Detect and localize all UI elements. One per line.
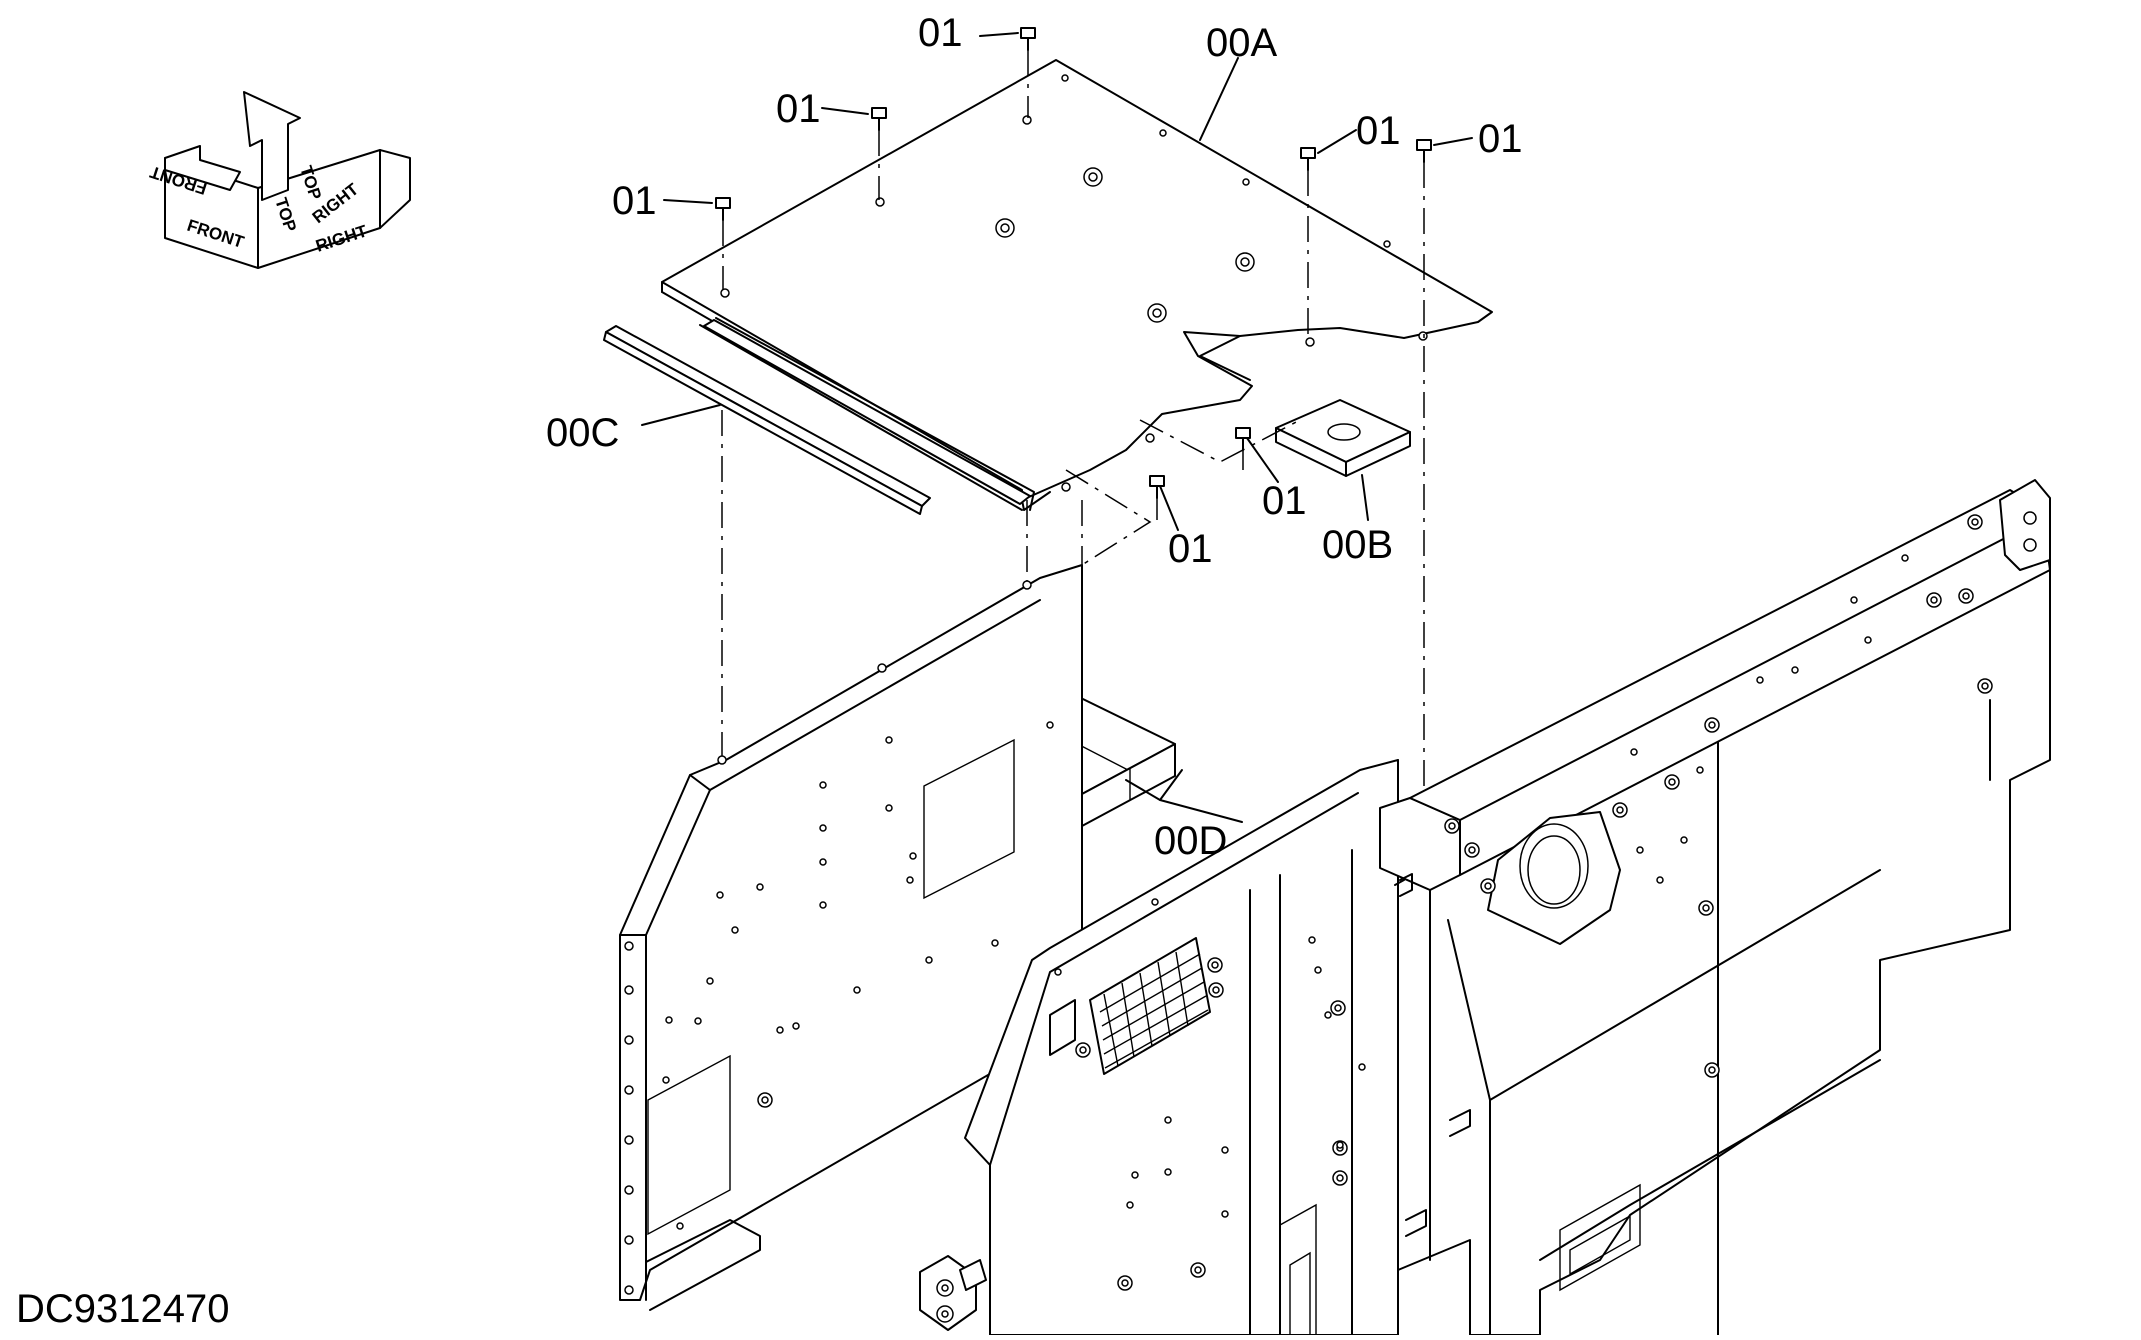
bolt-6 bbox=[1235, 427, 1251, 451]
leader-bolt-2 bbox=[821, 107, 869, 115]
leader-bolt-4 bbox=[1317, 129, 1357, 154]
leader-bolt-1 bbox=[979, 32, 1019, 37]
orientation-indicator: FRONT FRONT TOP TOP RIGHT RIGHT bbox=[147, 91, 411, 269]
callout-labels: 01 01 01 01 01 01 01 00A 00B 00C 00D bbox=[546, 11, 1523, 863]
leader-bolt-6 bbox=[1246, 437, 1279, 483]
label-bolt-2: 01 bbox=[776, 87, 821, 131]
bolt-5 bbox=[1416, 139, 1432, 163]
duct-opening bbox=[1487, 811, 1621, 945]
label-bolt-5: 01 bbox=[1478, 117, 1523, 161]
leader-lines bbox=[641, 32, 1473, 823]
label-seal-00C: 00C bbox=[546, 411, 619, 455]
label-bolt-7: 01 bbox=[1168, 527, 1213, 571]
bolts bbox=[715, 27, 1432, 499]
label-pad-00B: 00B bbox=[1322, 523, 1393, 567]
label-cover-00A: 00A bbox=[1206, 21, 1277, 65]
leader-bolt-3 bbox=[663, 199, 713, 204]
cab-frame bbox=[619, 479, 2051, 1336]
leader-bolt-7 bbox=[1159, 485, 1179, 531]
vent-grille bbox=[1089, 937, 1211, 1075]
leader-block-b bbox=[1159, 769, 1183, 801]
bolt-3 bbox=[715, 197, 731, 221]
label-bolt-1: 01 bbox=[918, 11, 963, 55]
bolt-7 bbox=[1149, 475, 1165, 499]
bolt-2 bbox=[871, 107, 887, 131]
leader-seal bbox=[641, 404, 721, 426]
hinge-bracket bbox=[919, 1255, 987, 1331]
label-bolt-6: 01 bbox=[1262, 479, 1307, 523]
up-arrow-icon bbox=[243, 91, 301, 201]
right-arrow-icon bbox=[379, 149, 411, 229]
bolt-4 bbox=[1300, 147, 1316, 171]
label-block-00D: 00D bbox=[1154, 819, 1227, 863]
drawing-number: DC9312470 bbox=[16, 1287, 230, 1331]
front-arrow-icon bbox=[164, 145, 241, 191]
leader-bolt-5 bbox=[1433, 137, 1473, 146]
leader-pad bbox=[1361, 474, 1369, 521]
pad-00B bbox=[1275, 399, 1411, 477]
label-bolt-4: 01 bbox=[1356, 109, 1401, 153]
label-bolt-3: 01 bbox=[612, 179, 657, 223]
bolt-1 bbox=[1020, 27, 1036, 51]
leader-cover bbox=[1199, 57, 1239, 141]
seal-strip-00C bbox=[603, 317, 1035, 515]
